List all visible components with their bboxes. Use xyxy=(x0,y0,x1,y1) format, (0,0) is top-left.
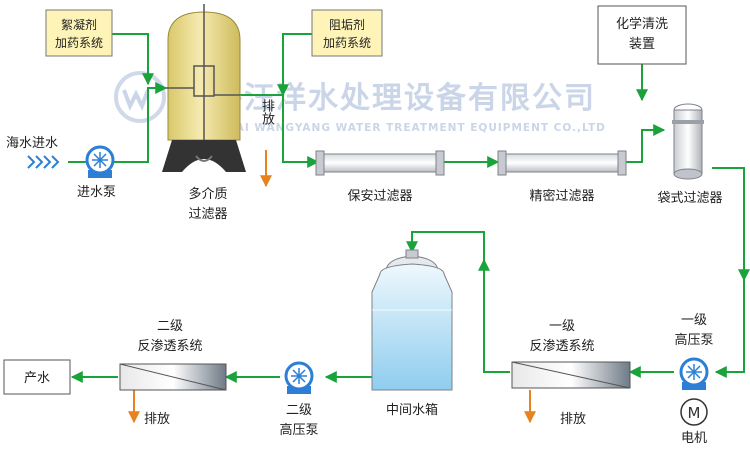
impeller-icon xyxy=(92,152,108,168)
hp-pump-2: 二级 高压泵 xyxy=(279,361,319,438)
antiscalant-line2: 加药系统 xyxy=(323,36,371,50)
drain2-label: 排放 xyxy=(144,412,170,427)
flocculant-dosing-box: 絮凝剂 加药系统 xyxy=(45,9,113,57)
precision-filter: 精密过滤器 xyxy=(497,150,627,204)
seawater-in-label: 海水进水 xyxy=(6,136,58,151)
svg-text:M: M xyxy=(688,404,701,422)
antiscalant-dosing-box: 阻垢剂 加药系统 xyxy=(311,9,383,57)
ro-system-1: 一级 反渗透系统 排放 xyxy=(511,319,631,427)
ro-system-2: 二级 反渗透系统 排放 xyxy=(119,319,227,427)
watermark-company-en: ZHUHAI WANGYANG WATER TREATMENT EQUIPMEN… xyxy=(198,122,606,134)
security-filter-label: 保安过滤器 xyxy=(347,189,412,204)
ro1-line2: 反渗透系统 xyxy=(529,339,594,354)
intermediate-tank: 中间水箱 xyxy=(371,249,453,418)
feed-pump: 进水泵 xyxy=(77,145,116,200)
inlet-chevrons-icon xyxy=(27,155,60,169)
flow-lines xyxy=(68,33,750,383)
bag-filter-label: 袋式过滤器 xyxy=(657,191,722,206)
hp-pump2-line1: 二级 xyxy=(286,403,312,418)
impeller-icon xyxy=(686,364,702,380)
bag-filter: 袋式过滤器 xyxy=(657,103,723,206)
security-filter: 保安过滤器 xyxy=(315,150,445,204)
cleaning-line2: 装置 xyxy=(629,37,655,52)
flocculant-line2: 加药系统 xyxy=(55,36,103,50)
drain1-label: 排放 xyxy=(560,412,586,427)
product-label: 产水 xyxy=(24,371,50,386)
flocculant-line1: 絮凝剂 xyxy=(61,17,97,32)
chemical-cleaning-box: 化学清洗 装置 xyxy=(597,5,687,65)
hp-pump1-line1: 一级 xyxy=(681,313,707,328)
multimedia-line1: 多介质 xyxy=(188,186,227,202)
ro1-line1: 一级 xyxy=(549,319,575,334)
hp-pump1-line2: 高压泵 xyxy=(674,332,713,348)
multimedia-line2: 过滤器 xyxy=(188,207,227,222)
ro2-line2: 反渗透系统 xyxy=(137,339,202,354)
seawater-inlet: 海水进水 xyxy=(6,136,60,169)
cleaning-line1: 化学清洗 xyxy=(616,16,668,32)
antiscalant-line1: 阻垢剂 xyxy=(329,17,365,32)
precision-filter-label: 精密过滤器 xyxy=(529,188,594,204)
impeller-icon xyxy=(291,368,307,384)
feed-pump-label: 进水泵 xyxy=(77,185,116,200)
motor-icon xyxy=(680,398,708,426)
multimedia-filter: 排放 多介质 过滤器 xyxy=(162,4,275,222)
drain-arrows xyxy=(128,150,536,424)
tank-label: 中间水箱 xyxy=(386,402,438,418)
watermark-logo xyxy=(114,71,166,123)
hp-pump-1: 一级 高压泵 M 电机 xyxy=(674,313,713,446)
watermark: 珠海汪洋水处理设备有限公司 ZHUHAI WANGYANG WATER TREA… xyxy=(114,71,606,134)
product-water-box: 产水 xyxy=(3,359,71,395)
watermark-company-cn: 珠海汪洋水处理设备有限公司 xyxy=(180,81,596,116)
ro2-line1: 二级 xyxy=(157,319,183,334)
motor-label: 电机 xyxy=(681,431,707,446)
hp-pump2-line2: 高压泵 xyxy=(279,422,318,438)
